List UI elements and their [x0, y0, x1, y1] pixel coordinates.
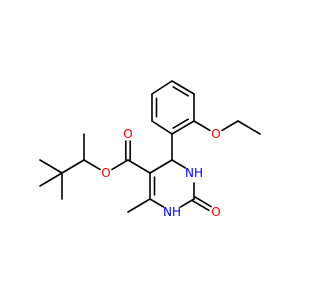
- bond-r4-r5: [171, 120, 195, 135]
- bond-cq-m3: [39, 172, 63, 187]
- bond-c5-cE: [127, 159, 151, 174]
- urea-oxygen-atom: O: [211, 205, 220, 219]
- ether-oxygen-atom: O: [211, 127, 220, 141]
- bond-e1-e2: [237, 120, 261, 135]
- bond-c4-c5: [149, 159, 173, 174]
- bond-eO-e1: [221, 120, 239, 132]
- bond-r4-r5-inner: [172, 118, 189, 129]
- atom-label-layer: O O O O NH NH: [101, 127, 220, 219]
- bond-ch-cq: [61, 159, 85, 174]
- bond-n1-c2: [179, 198, 195, 208]
- bond-r4-eO: [193, 120, 211, 132]
- bond-cq-m1: [39, 159, 63, 174]
- bond-r2-r3: [171, 80, 195, 95]
- bond-r5-r6: [151, 120, 173, 135]
- canvas-background: [0, 0, 300, 300]
- carbonyl-oxygen-atom: O: [123, 127, 132, 141]
- bond-oS-ch: [83, 159, 101, 171]
- bond-cE-oS: [111, 159, 129, 171]
- bond-c6-me6: [127, 198, 151, 213]
- bond-c2-oU-a: [192, 200, 210, 212]
- bond-c2-oU-b: [194, 196, 212, 208]
- nh-atom-upper: NH: [185, 166, 203, 180]
- bond-n3-c4: [171, 159, 187, 169]
- bond-r1-r2: [151, 80, 173, 95]
- bond-layer: [39, 80, 261, 213]
- nh-atom-lower: NH: [163, 205, 181, 219]
- ester-oxygen-atom: O: [101, 166, 110, 180]
- bond-r2-r3-inner: [172, 86, 189, 97]
- bond-c6-n1: [149, 198, 165, 208]
- molecule-structure: O O O O NH NH: [0, 0, 300, 300]
